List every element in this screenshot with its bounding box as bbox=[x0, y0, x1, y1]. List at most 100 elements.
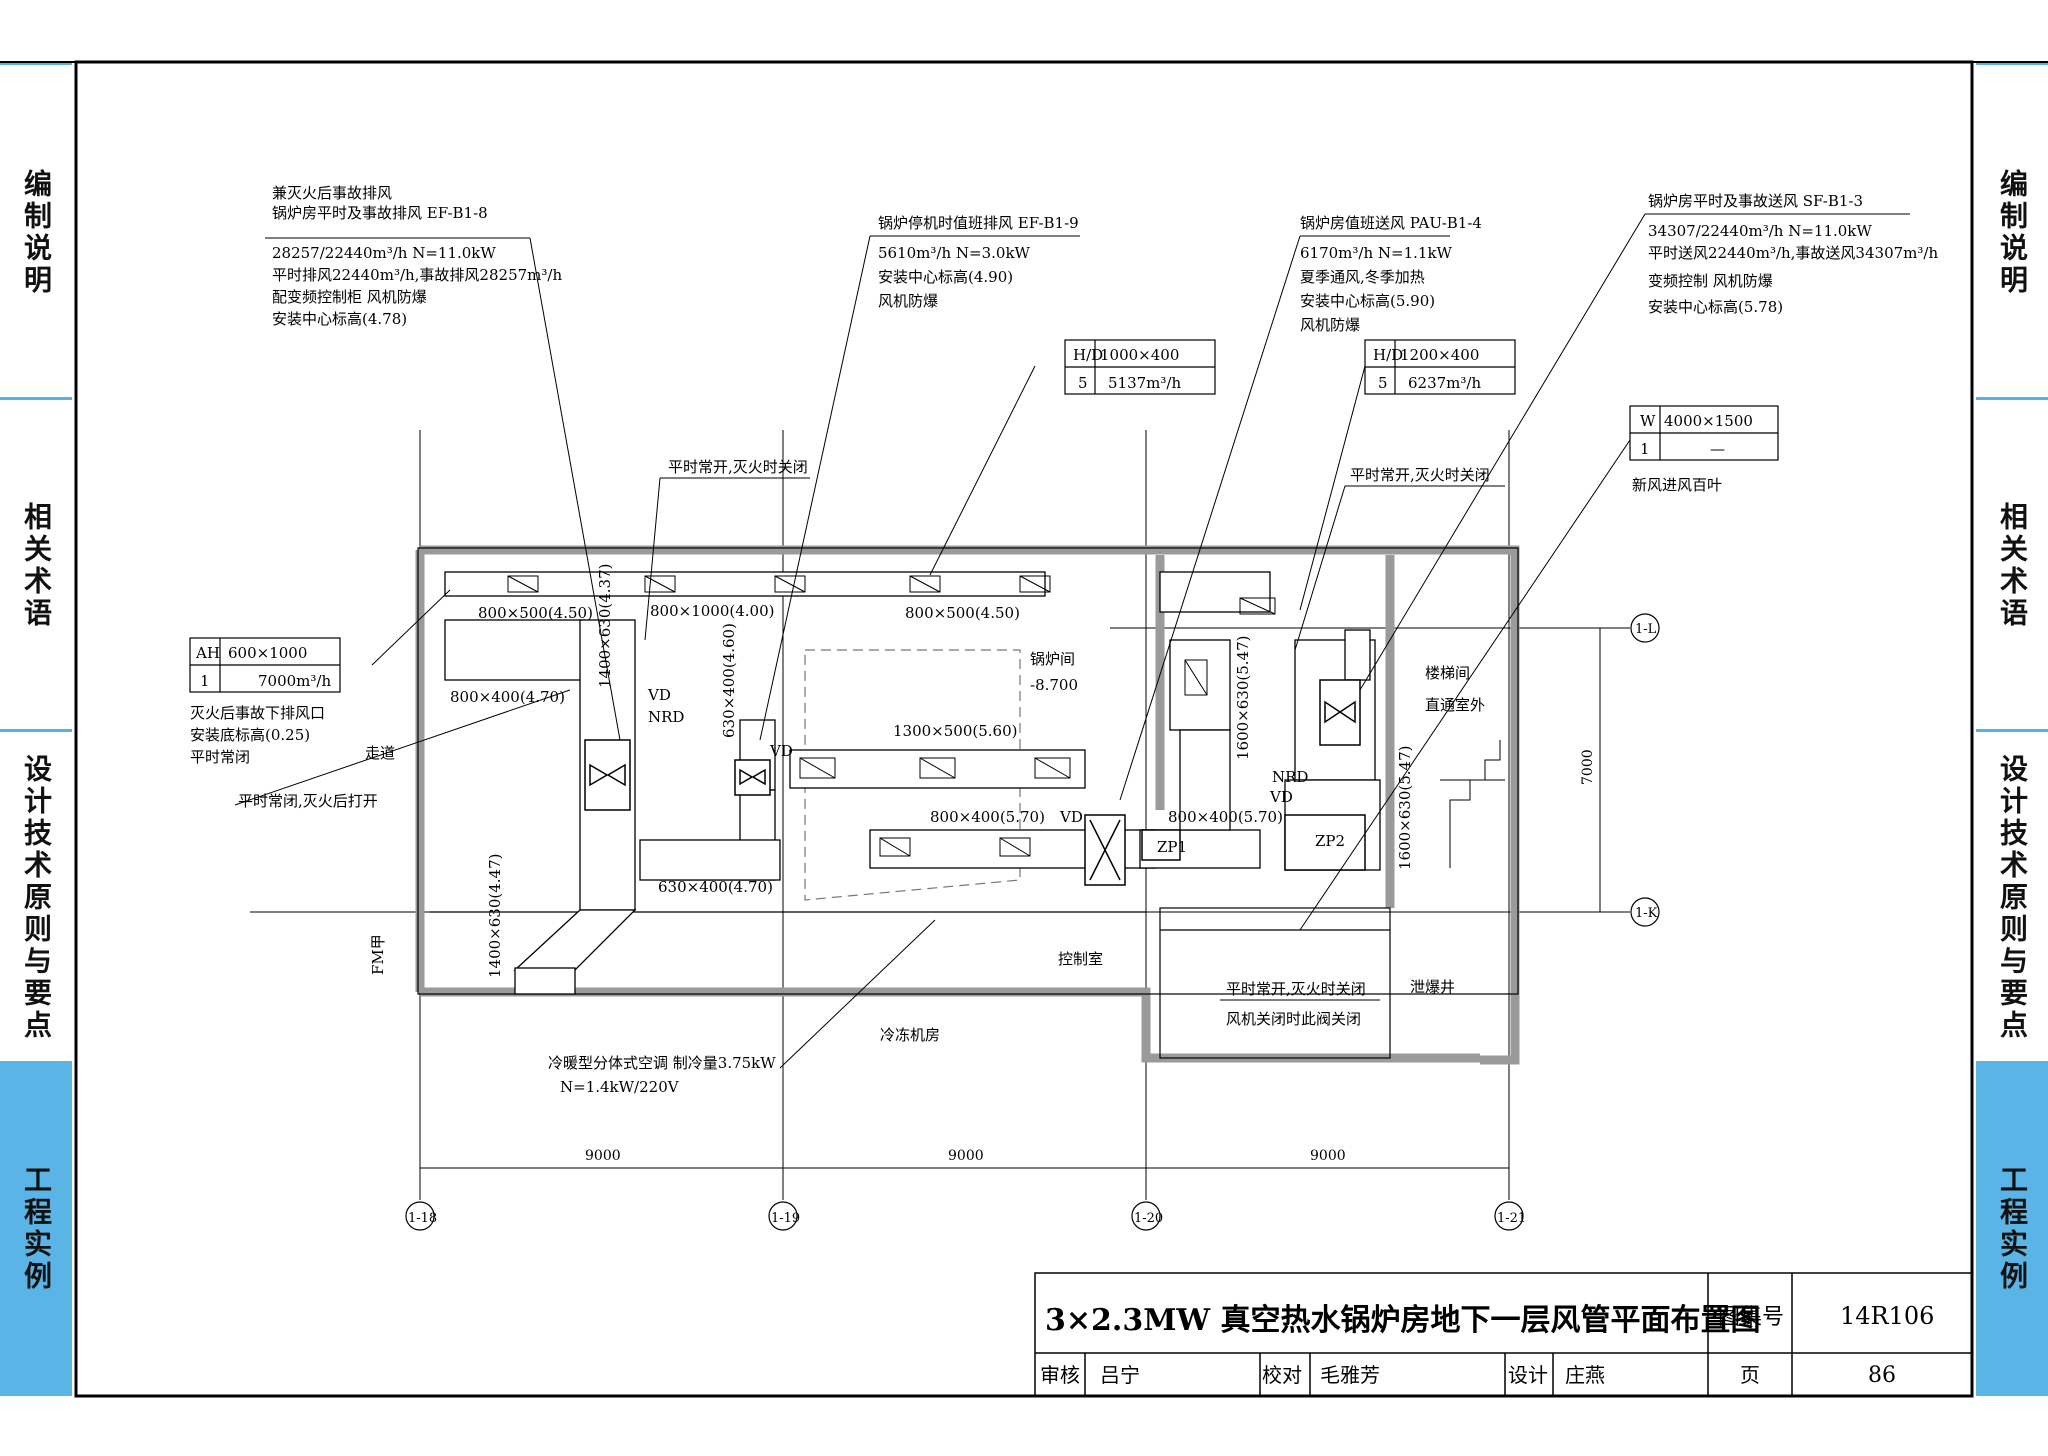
sf-b1-3-line: 34307/22440m³/h N=11.0kW bbox=[1648, 222, 1872, 240]
span-dimension: 9000 bbox=[1310, 1148, 1346, 1164]
tab-left-notes[interactable]: 编制说明 bbox=[0, 62, 72, 400]
tab-right-terms[interactable]: 相关术语 bbox=[1976, 397, 2048, 732]
tab-right-principles[interactable]: 设计技术原则与要点 bbox=[1976, 729, 2048, 1064]
duct-label: 1400×630(4.47) bbox=[486, 854, 504, 978]
tab-right-notes[interactable]: 编制说明 bbox=[1976, 62, 2048, 400]
annotation-text: 兼灭火后事故排风 锅炉房平时及事故排风 EF-B1-8 28257/22440m… bbox=[190, 184, 1938, 1226]
duct-label: 800×500(4.50) bbox=[478, 604, 593, 622]
pau-b1-4-line: 锅炉房值班送风 PAU-B1-4 bbox=[1300, 214, 1482, 232]
table-cell: 5 bbox=[1378, 374, 1388, 392]
duct-label: 1400×630(4.37) bbox=[596, 564, 614, 688]
sf-b1-3-line: 变频控制 风机防爆 bbox=[1648, 272, 1773, 290]
equipment-label: ZP1 bbox=[1157, 838, 1187, 856]
room-label: 楼梯间 bbox=[1425, 664, 1470, 682]
title-block bbox=[1034, 1272, 1973, 1397]
equipment-label: ZP2 bbox=[1315, 832, 1345, 850]
review-label: 审核 bbox=[1040, 1363, 1080, 1387]
page-number: 86 bbox=[1868, 1363, 1896, 1388]
atlas-label: 图集号 bbox=[1718, 1305, 1784, 1330]
ef-b1-9-line: 安装中心标高(4.90) bbox=[878, 268, 1013, 286]
table-cell: 600×1000 bbox=[228, 644, 307, 662]
tab-left-examples[interactable]: 工程实例 bbox=[0, 1061, 72, 1396]
table-cell: AH bbox=[195, 644, 220, 662]
designer-name: 庄燕 bbox=[1565, 1363, 1605, 1387]
fan-icons bbox=[584, 679, 1366, 886]
axis-label: 1-K bbox=[1635, 906, 1658, 921]
span-dimension: 9000 bbox=[585, 1148, 621, 1164]
axis-bubbles bbox=[405, 613, 1660, 1231]
table-cell: H/D bbox=[1073, 346, 1103, 364]
equipment-label: VD bbox=[647, 686, 671, 704]
ah-note-line: 安装底标高(0.25) bbox=[190, 726, 310, 744]
duct-label: 1600×630(5.47) bbox=[1396, 746, 1414, 870]
louver-label: 新风进风百叶 bbox=[1632, 476, 1722, 494]
room-label: 直通室外 bbox=[1425, 696, 1485, 714]
equipment-label: VD bbox=[1269, 788, 1293, 806]
valve-note: 平时常开,灭火时关闭 bbox=[668, 458, 808, 476]
axis-label: 1-19 bbox=[771, 1211, 800, 1226]
room-label: -8.700 bbox=[1030, 676, 1078, 694]
table-cell: — bbox=[1710, 440, 1725, 458]
table-cell: 5 bbox=[1078, 374, 1088, 392]
table-cell: 7000m³/h bbox=[258, 672, 331, 690]
table-cell: 1 bbox=[1640, 440, 1650, 458]
room-label: 泄爆井 bbox=[1410, 978, 1455, 996]
tab-right-examples[interactable]: 工程实例 bbox=[1976, 1061, 2048, 1396]
ef-b1-8-line: 安装中心标高(4.78) bbox=[272, 310, 407, 328]
room-label: 控制室 bbox=[1058, 950, 1103, 968]
ah-note-line: 灭火后事故下排风口 bbox=[190, 704, 325, 722]
duct-label: 800×400(4.70) bbox=[450, 688, 565, 706]
valve-note: 风机关闭时此阀关闭 bbox=[1226, 1010, 1361, 1028]
pau-b1-4-line: 风机防爆 bbox=[1300, 316, 1360, 334]
table-cell: 6237m³/h bbox=[1408, 374, 1481, 392]
air-grilles bbox=[507, 575, 1276, 857]
reviewer-name: 吕宁 bbox=[1100, 1363, 1140, 1387]
duct-label: 1300×500(5.60) bbox=[893, 722, 1017, 740]
table-cell: 4000×1500 bbox=[1664, 412, 1753, 430]
ef-b1-8-line: 兼灭火后事故排风 bbox=[272, 184, 392, 202]
tab-left-principles[interactable]: 设计技术原则与要点 bbox=[0, 729, 72, 1064]
ef-b1-9-line: 锅炉停机时值班排风 EF-B1-9 bbox=[878, 214, 1079, 232]
sf-b1-3-line: 安装中心标高(5.78) bbox=[1648, 298, 1783, 316]
drawing-title: 3×2.3MW 真空热水锅炉房地下一层风管平面布置图 bbox=[1045, 1303, 1761, 1338]
equipment-label: VD bbox=[769, 742, 793, 760]
span-dimension: 7000 bbox=[1580, 749, 1596, 785]
axis-label: 1-L bbox=[1635, 622, 1657, 637]
tab-left-terms[interactable]: 相关术语 bbox=[0, 397, 72, 732]
check-label: 校对 bbox=[1262, 1363, 1302, 1387]
tab-label: 工程实例 bbox=[20, 1164, 53, 1293]
duct-label: 800×400(5.70) bbox=[1168, 808, 1283, 826]
tab-label: 工程实例 bbox=[1996, 1164, 2029, 1293]
axis-label: 1-21 bbox=[1497, 1211, 1526, 1226]
equipment-label: VD bbox=[1059, 808, 1083, 826]
ef-b1-9-line: 5610m³/h N=3.0kW bbox=[878, 244, 1031, 262]
table-cell: 1000×400 bbox=[1100, 346, 1179, 364]
tab-label: 相关术语 bbox=[20, 502, 53, 630]
title-block-text: 3×2.3MW 真空热水锅炉房地下一层风管平面布置图 图集号 14R106 审核… bbox=[1040, 1302, 1934, 1388]
table-cell: 1 bbox=[200, 672, 210, 690]
room-label: 走道 bbox=[365, 744, 395, 762]
table-cell: 5137m³/h bbox=[1108, 374, 1181, 392]
equipment-label: NRD bbox=[648, 708, 684, 726]
tab-label: 设计技术原则与要点 bbox=[1996, 754, 2029, 1042]
ef-b1-9-line: 风机防爆 bbox=[878, 292, 938, 310]
valve-note: 平时常开,灭火时关闭 bbox=[1350, 466, 1490, 484]
stair bbox=[1440, 740, 1505, 868]
ef-b1-8-line: 锅炉房平时及事故排风 EF-B1-8 bbox=[272, 204, 488, 222]
room-label: 冷冻机房 bbox=[880, 1026, 940, 1044]
equipment-label: FM甲 bbox=[369, 934, 387, 975]
duct-label: 800×400(5.70) bbox=[930, 808, 1045, 826]
duct-label: 630×400(4.70) bbox=[658, 878, 773, 896]
duct-label: 800×500(4.50) bbox=[905, 604, 1020, 622]
split-ac-line: 冷暖型分体式空调 制冷量3.75kW bbox=[548, 1054, 776, 1072]
duct-label: 1600×630(5.47) bbox=[1234, 636, 1252, 760]
pau-b1-4-line: 夏季通风,冬季加热 bbox=[1300, 268, 1425, 286]
spec-tables bbox=[189, 339, 1779, 693]
split-ac-line: N=1.4kW/220V bbox=[560, 1078, 680, 1096]
checker-name: 毛雅芳 bbox=[1320, 1363, 1380, 1387]
pau-b1-4-line: 安装中心标高(5.90) bbox=[1300, 292, 1435, 310]
ef-b1-8-line: 28257/22440m³/h N=11.0kW bbox=[272, 244, 496, 262]
table-cell: H/D bbox=[1373, 346, 1403, 364]
valve-note: 平时常闭,灭火后打开 bbox=[238, 792, 378, 810]
